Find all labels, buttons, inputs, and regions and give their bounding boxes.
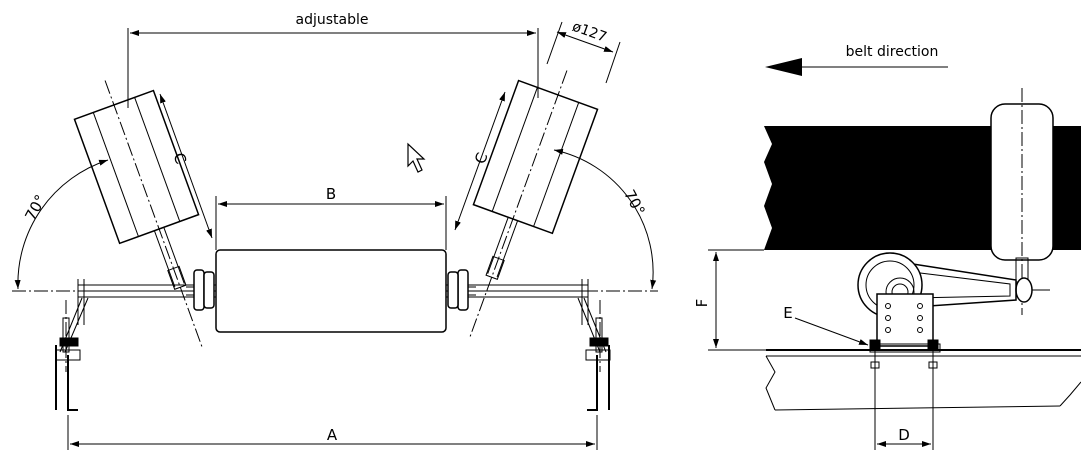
E-label: E (783, 304, 792, 322)
dimension-D: D (874, 372, 934, 450)
A-label: A (327, 426, 338, 444)
B-label: B (326, 185, 336, 203)
D-label: D (898, 426, 910, 444)
angle-right-label: 70° (620, 187, 648, 219)
diameter-label: ø127 (570, 19, 609, 46)
dimension-adjustable: adjustable (127, 12, 539, 108)
support-beam (765, 349, 1081, 411)
front-view: adjustable ø127 B C C 70° (12, 12, 658, 450)
adjustable-label: adjustable (296, 12, 369, 28)
left-support-bracket (55, 279, 89, 411)
F-label: F (693, 299, 711, 308)
belt-direction-label: belt direction (846, 44, 939, 60)
belt-direction: belt direction (765, 44, 948, 76)
left-arrow-icon (765, 58, 802, 76)
angle-left-label: 70° (21, 192, 49, 224)
dimension-B: B (215, 185, 447, 250)
arrow-cursor-icon (407, 142, 426, 173)
dimension-C-left: C (159, 93, 213, 239)
right-support-bracket (577, 279, 611, 411)
dimension-F: F (693, 249, 766, 351)
center-roller (186, 249, 476, 333)
angle-left: 70° (14, 159, 109, 290)
mounting-plate (869, 293, 941, 353)
dimension-A: A (67, 415, 598, 450)
label-E: E (783, 304, 869, 346)
side-view: belt direction (693, 44, 1081, 450)
side-wing-roller (990, 88, 1054, 315)
dimension-diameter: ø127 (546, 19, 621, 84)
C-right-label: C (471, 150, 492, 166)
